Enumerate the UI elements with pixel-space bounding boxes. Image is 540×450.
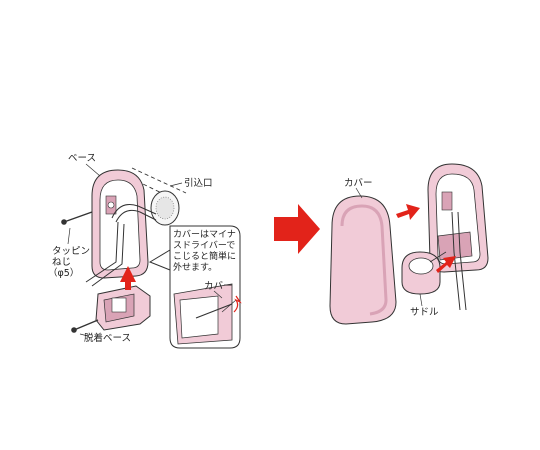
- cover: [329, 195, 397, 325]
- label-cover: カバー: [344, 178, 373, 189]
- wall-inlet: [150, 190, 180, 226]
- install-up-arrow: [120, 266, 136, 290]
- left-assembly: [61, 163, 187, 337]
- next-step-arrow: [274, 204, 320, 254]
- label-tapping-screw-2: ねじ: [52, 257, 72, 268]
- saddle-attach-arrow: [436, 256, 456, 273]
- cover-attach-arrow: [396, 204, 420, 220]
- right-assembly: [329, 163, 489, 325]
- label-saddle: サドル: [410, 307, 439, 318]
- tapping-screw-bottom: [71, 319, 99, 333]
- callout-text-2: スドライバーで: [173, 241, 236, 251]
- cable: [111, 204, 157, 223]
- callout-text-1: カバーはマイナ: [173, 230, 236, 240]
- tapping-screw-top: [61, 211, 93, 225]
- saddle: [401, 251, 447, 295]
- callout-panel: [148, 225, 242, 349]
- label-detach-base: 脱着ベース: [84, 333, 132, 344]
- label-inlet: 引込口: [184, 178, 213, 189]
- cable-right: [451, 211, 467, 311]
- callout-text-3: こじると簡単に: [173, 252, 237, 262]
- label-tapping-screw-1: タッピン: [52, 246, 91, 257]
- base-plate: [91, 169, 149, 279]
- callout-text-4: 外せます。: [173, 263, 218, 273]
- label-tapping-screw-3: （φ5）: [48, 268, 80, 279]
- label-base: ベース: [68, 153, 97, 164]
- label-cover-zoom: カバー: [204, 281, 233, 292]
- detach-base: [95, 285, 151, 331]
